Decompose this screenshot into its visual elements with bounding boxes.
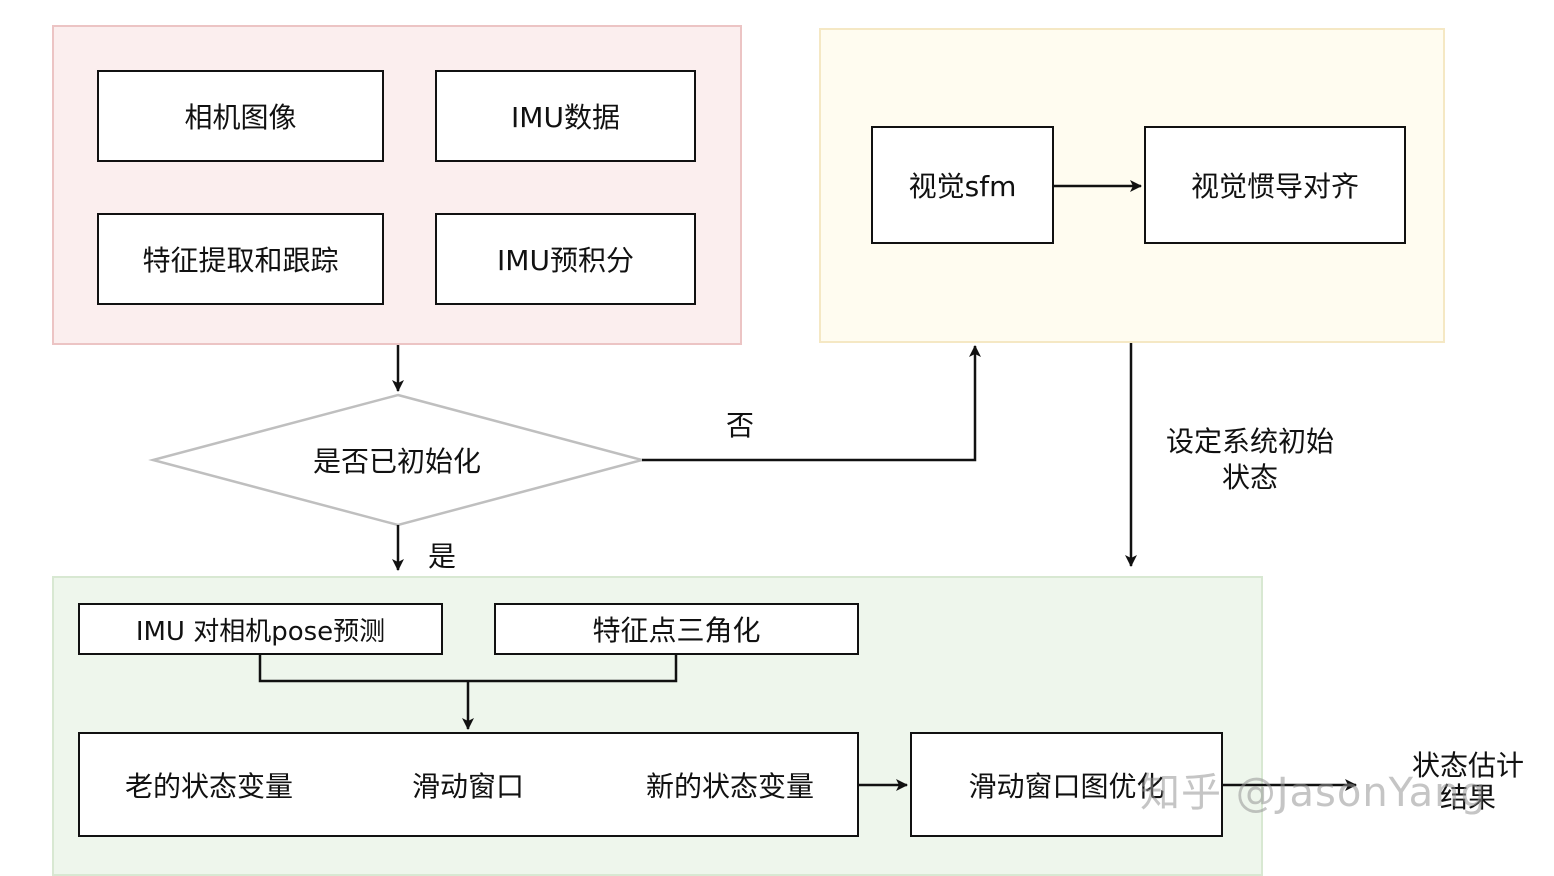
imu-data-label: IMU数据 xyxy=(511,101,620,134)
feature-triangulation-box: 特征点三角化 xyxy=(494,603,859,655)
edge-label-no: 否 xyxy=(726,409,755,442)
imu-preintegration-box: IMU预积分 xyxy=(435,213,696,305)
edge-decision-no xyxy=(642,345,981,462)
new-states-label: 新的状态变量 xyxy=(645,770,815,803)
decision-label: 是否已初始化 xyxy=(312,445,482,478)
visual-inertial-alignment-label: 视觉惯导对齐 xyxy=(1190,170,1359,203)
edge-label-yes: 是 xyxy=(428,540,457,573)
camera-image-box: 相机图像 xyxy=(97,70,384,162)
graph-optimization-box: 滑动窗口图优化 xyxy=(910,732,1223,837)
feature-tracking-label: 特征提取和跟踪 xyxy=(142,244,339,277)
graph-optimization-label: 滑动窗口图优化 xyxy=(968,769,1165,803)
imu-data-box: IMU数据 xyxy=(435,70,696,162)
state-estimate-result-label: 状态估计结果 xyxy=(1411,749,1524,814)
imu-pose-prediction-box: IMU 对相机pose预测 xyxy=(78,603,443,655)
feature-tracking-box: 特征提取和跟踪 xyxy=(97,213,384,305)
visual-sfm-box: 视觉sfm xyxy=(871,126,1054,244)
imu-pose-prediction-label: IMU 对相机pose预测 xyxy=(135,616,386,647)
edge-label-set-initial-state: 设定系统初始状态 xyxy=(1165,425,1334,494)
sliding-window-label: 滑动窗口 xyxy=(411,770,525,803)
sliding-window-box xyxy=(78,732,859,837)
visual-sfm-label: 视觉sfm xyxy=(908,170,1017,203)
edge-merge xyxy=(258,655,678,683)
imu-preintegration-label: IMU预积分 xyxy=(497,244,634,277)
watermark: 知乎 @JasonYang xyxy=(1140,770,1487,816)
old-states-label: 老的状态变量 xyxy=(124,770,294,803)
feature-triangulation-label: 特征点三角化 xyxy=(592,614,761,647)
camera-image-label: 相机图像 xyxy=(184,101,297,134)
visual-inertial-alignment-box: 视觉惯导对齐 xyxy=(1144,126,1406,244)
